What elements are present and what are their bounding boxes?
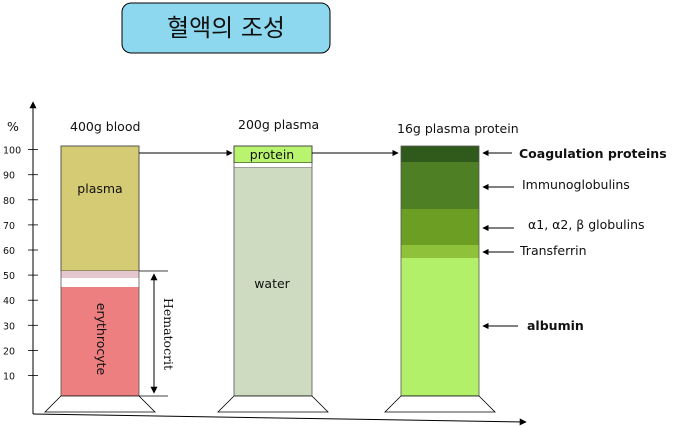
y-tick-label: 30 xyxy=(3,321,15,332)
blood-column-base xyxy=(44,395,156,413)
plasma-header: 200g plasma xyxy=(238,117,319,132)
protein-stack xyxy=(400,145,480,397)
immunoglobulin-label: Immunoglobulins xyxy=(522,177,630,192)
albumin-label: albumin xyxy=(527,318,584,333)
protein-label: protein xyxy=(250,147,294,162)
water-label: water xyxy=(254,276,290,291)
globulin-segment xyxy=(401,209,479,245)
coagulation-label: Coagulation proteins xyxy=(519,146,667,161)
y-tick-label: 10 xyxy=(3,372,15,383)
y-axis-unit: % xyxy=(7,119,19,134)
y-axis-ticks: 10 20 30 40 50 60 70 80 90 100 xyxy=(3,146,38,383)
plasma-label: plasma xyxy=(77,181,122,196)
transferrin-segment xyxy=(401,245,479,258)
erythrocyte-segment xyxy=(61,287,139,396)
plasma-gap-segment xyxy=(234,163,312,168)
hematocrit-label: Hematocrit xyxy=(161,298,176,370)
erythrocyte-label: erythrocyte xyxy=(94,303,109,376)
y-tick-label: 80 xyxy=(3,196,15,207)
transferrin-label: Transferrin xyxy=(519,243,587,258)
buffy-coat-segment xyxy=(61,271,139,278)
blood-header: 400g blood xyxy=(70,119,140,134)
page-title: 혈액의 조성 xyxy=(167,14,285,42)
y-tick-label: 40 xyxy=(3,296,15,307)
plasma-segment xyxy=(60,145,140,272)
title-box: 혈액의 조성 xyxy=(121,2,331,54)
y-tick-label: 70 xyxy=(3,221,15,232)
protein-column-base xyxy=(384,395,496,413)
y-tick-label: 60 xyxy=(3,246,15,257)
y-tick-label: 100 xyxy=(3,146,21,157)
albumin-segment xyxy=(401,258,479,396)
y-tick-label: 20 xyxy=(3,346,15,357)
coagulation-segment xyxy=(401,146,479,162)
water-segment xyxy=(234,168,312,396)
protein-header: 16g plasma protein xyxy=(397,121,519,136)
x-axis xyxy=(32,413,527,426)
y-tick-label: 50 xyxy=(3,271,15,282)
immunoglobulin-segment xyxy=(401,162,479,209)
blood-gap-segment xyxy=(61,278,139,287)
plasma-column-base xyxy=(217,395,329,413)
globulin-label: α1, α2, β globulins xyxy=(528,217,645,232)
y-tick-label: 90 xyxy=(3,171,15,182)
